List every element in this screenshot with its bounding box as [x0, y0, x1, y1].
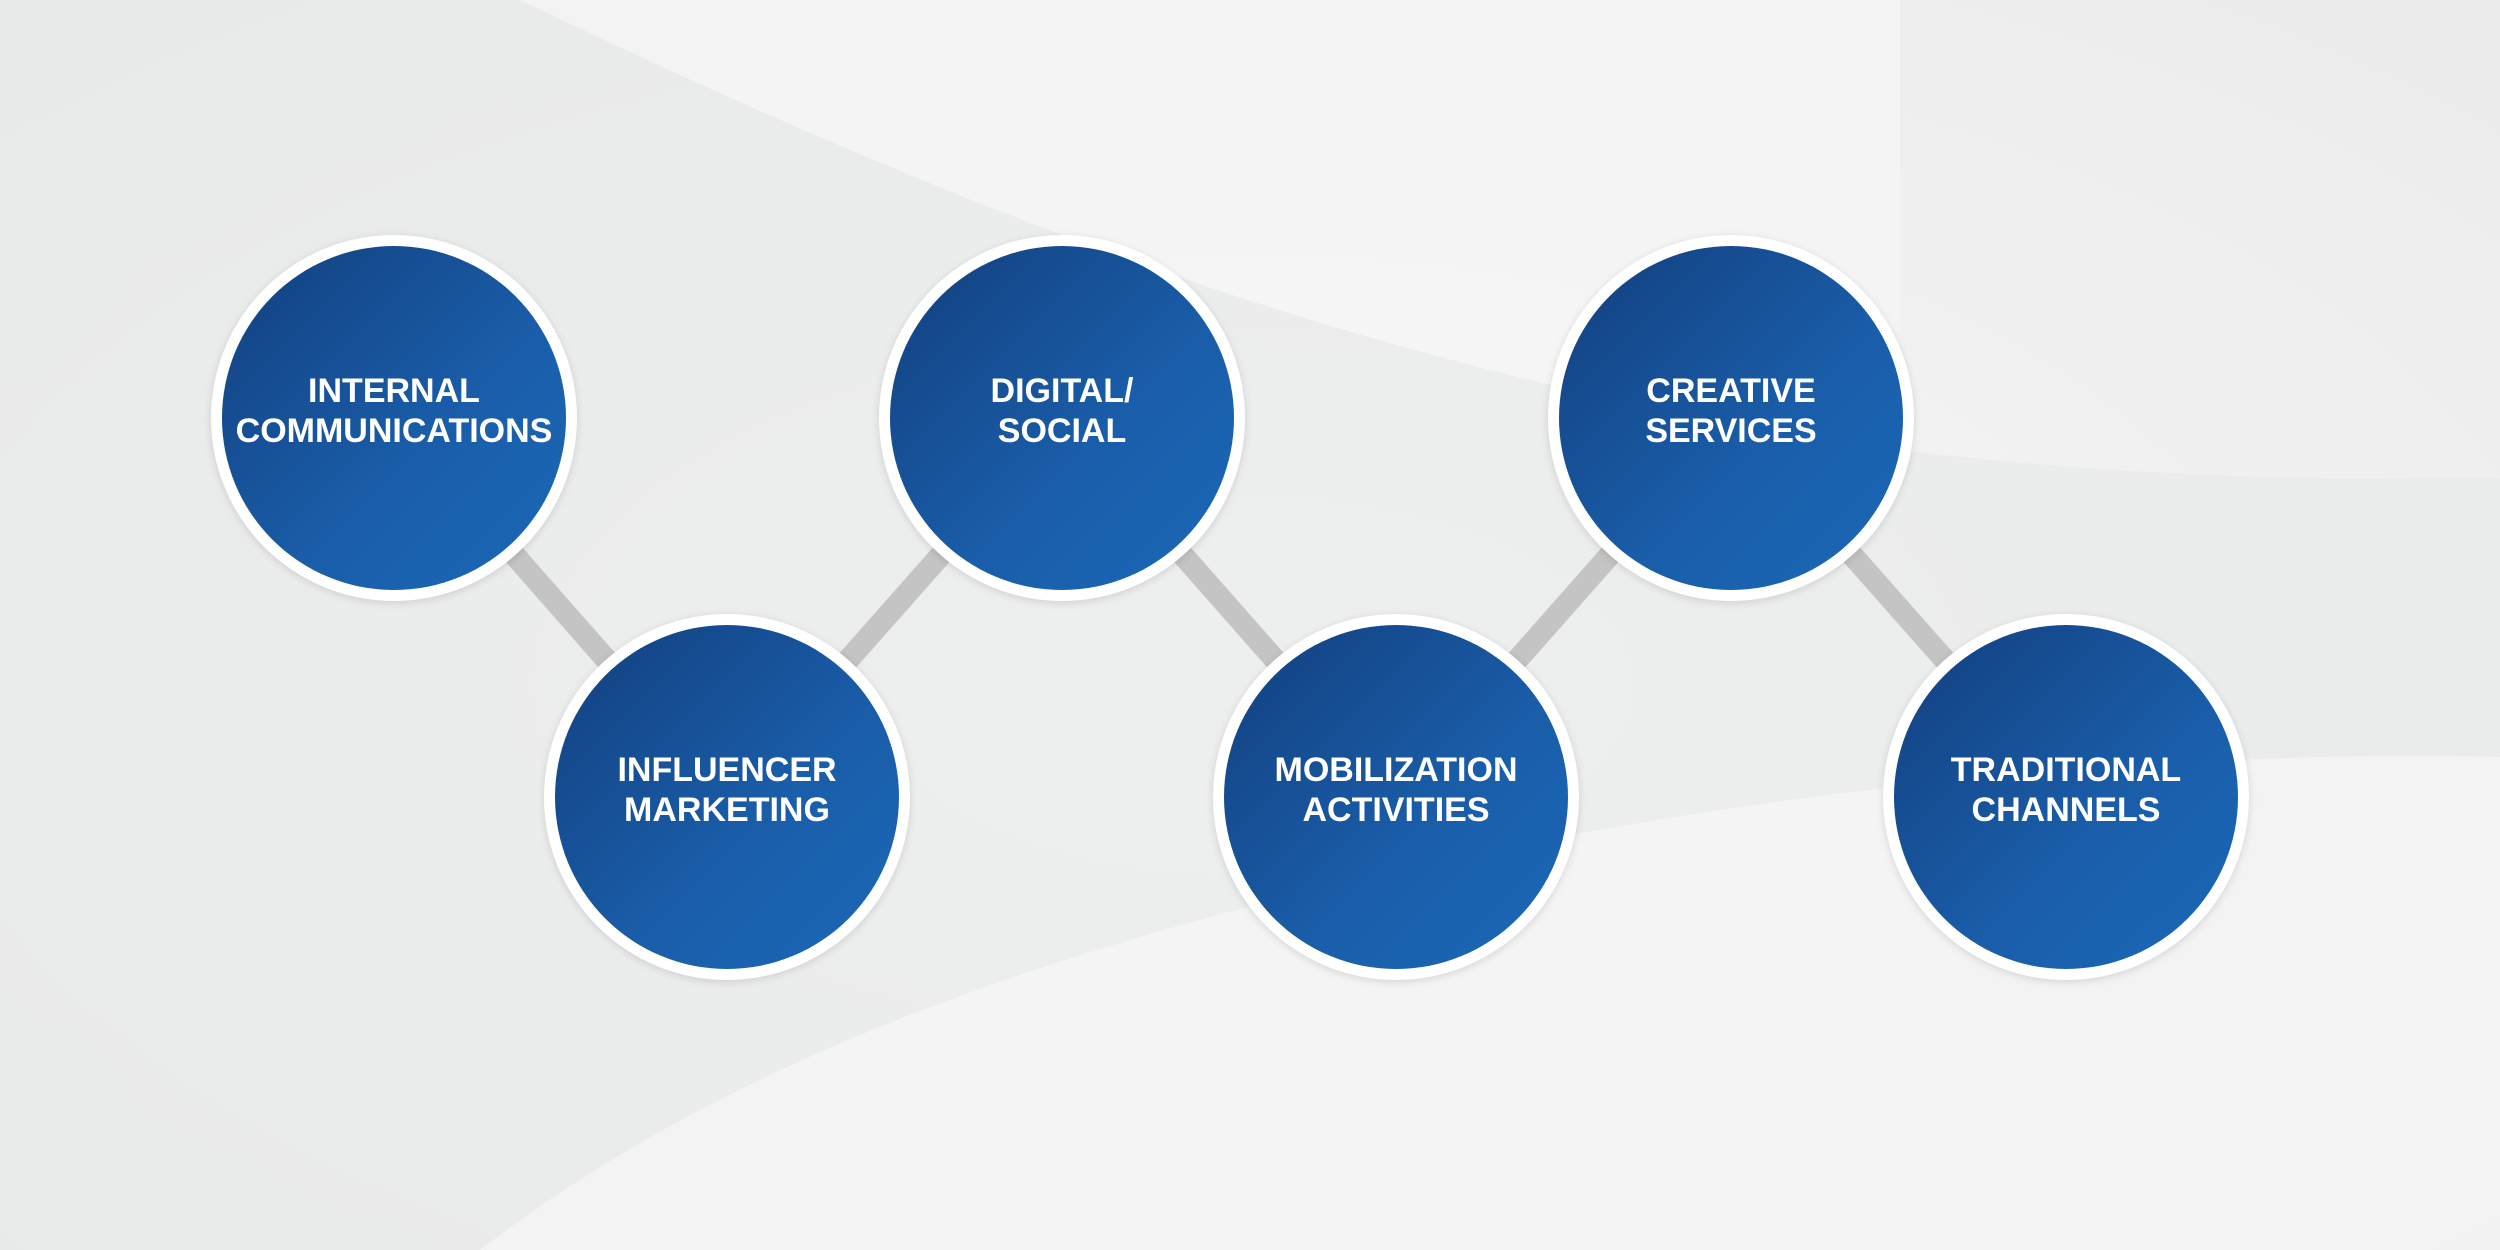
node-label: ACTIVITIES [1302, 791, 1489, 829]
node-circle [1894, 625, 2238, 969]
node-circle [555, 625, 899, 969]
node-circle [1224, 625, 1568, 969]
node-label: MOBILIZATION [1275, 751, 1518, 789]
node-label: DIGITAL/ [991, 372, 1134, 410]
node-label: CREATIVE [1646, 372, 1815, 410]
node-label: SERVICES [1645, 412, 1816, 450]
node-label: COMMUNICATIONS [236, 412, 553, 450]
node-label: MARKETING [624, 791, 830, 829]
node-label: INFLUENCER [617, 751, 836, 789]
diagram-node: DIGITAL/SOCIAL [879, 235, 1245, 601]
node-circle [222, 246, 566, 590]
node-label: INTERNAL [308, 372, 480, 410]
node-circle [890, 246, 1234, 590]
node-label: CHANNELS [1972, 791, 2161, 829]
node-label: TRADITIONAL [1951, 751, 2181, 789]
node-label: SOCIAL [998, 412, 1126, 450]
background-swoosh-highlight [0, 0, 1900, 450]
node-circle [1559, 246, 1903, 590]
